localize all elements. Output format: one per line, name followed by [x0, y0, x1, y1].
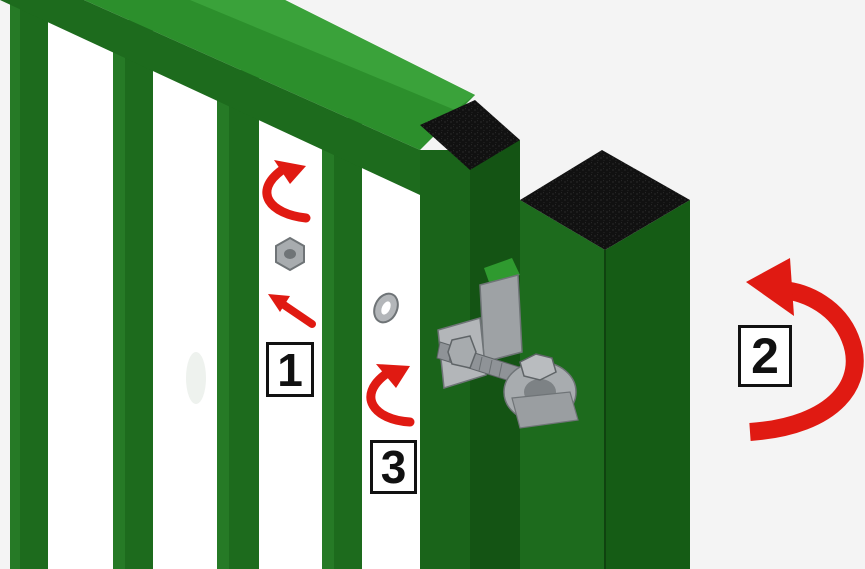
picket-shade — [113, 20, 125, 569]
step-label-1: 1 — [266, 342, 314, 397]
gate-gap — [150, 60, 220, 569]
hinge-plate — [480, 275, 522, 362]
handle-cutout-shadow — [186, 352, 206, 404]
bolt-nut — [448, 336, 476, 368]
picket-shade — [217, 70, 229, 569]
picket-shade — [10, 0, 20, 569]
gate-gap — [48, 0, 118, 569]
step-label-2: 2 — [738, 325, 792, 387]
post-side — [605, 200, 690, 569]
step-label-3: 3 — [370, 440, 417, 494]
gate-gap — [360, 150, 420, 569]
hex-nut-icon — [276, 238, 304, 270]
picket-shade — [322, 118, 334, 569]
